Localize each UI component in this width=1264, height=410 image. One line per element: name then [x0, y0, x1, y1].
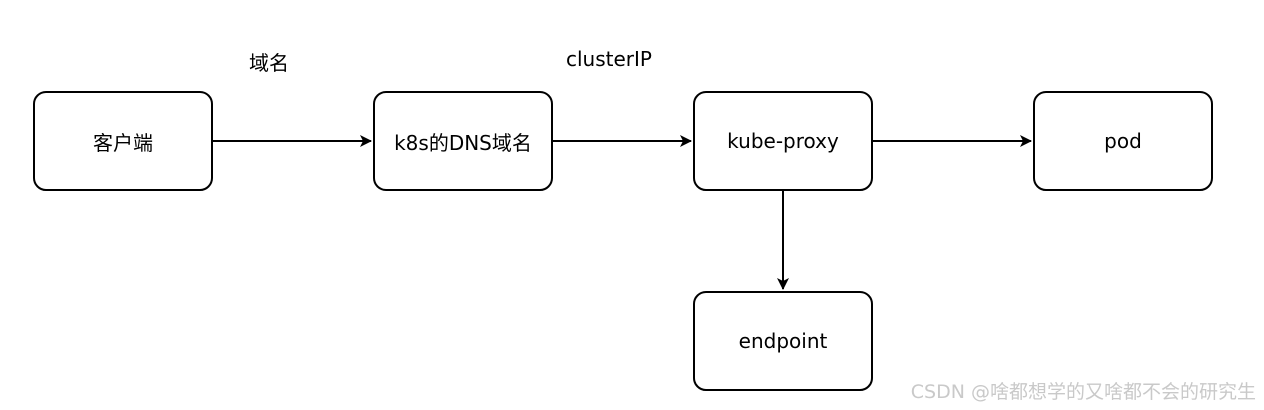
- node-client: 客户端: [33, 91, 213, 191]
- node-pod: pod: [1033, 91, 1213, 191]
- node-endpoint-label: endpoint: [738, 329, 828, 353]
- node-dns: k8s的DNS域名: [373, 91, 553, 191]
- node-kube-proxy-label: kube-proxy: [727, 129, 839, 153]
- node-client-label: 客户端: [93, 130, 153, 155]
- edge-label-cluster-ip: clusterIP: [566, 47, 652, 71]
- watermark: CSDN @啥都想学的又啥都不会的研究生: [910, 381, 1256, 403]
- node-kube-proxy: kube-proxy: [693, 91, 873, 191]
- edge-label-domain: 域名: [249, 51, 289, 75]
- node-dns-label: k8s的DNS域名: [394, 130, 532, 155]
- node-endpoint: endpoint: [693, 291, 873, 391]
- node-pod-label: pod: [1104, 129, 1142, 153]
